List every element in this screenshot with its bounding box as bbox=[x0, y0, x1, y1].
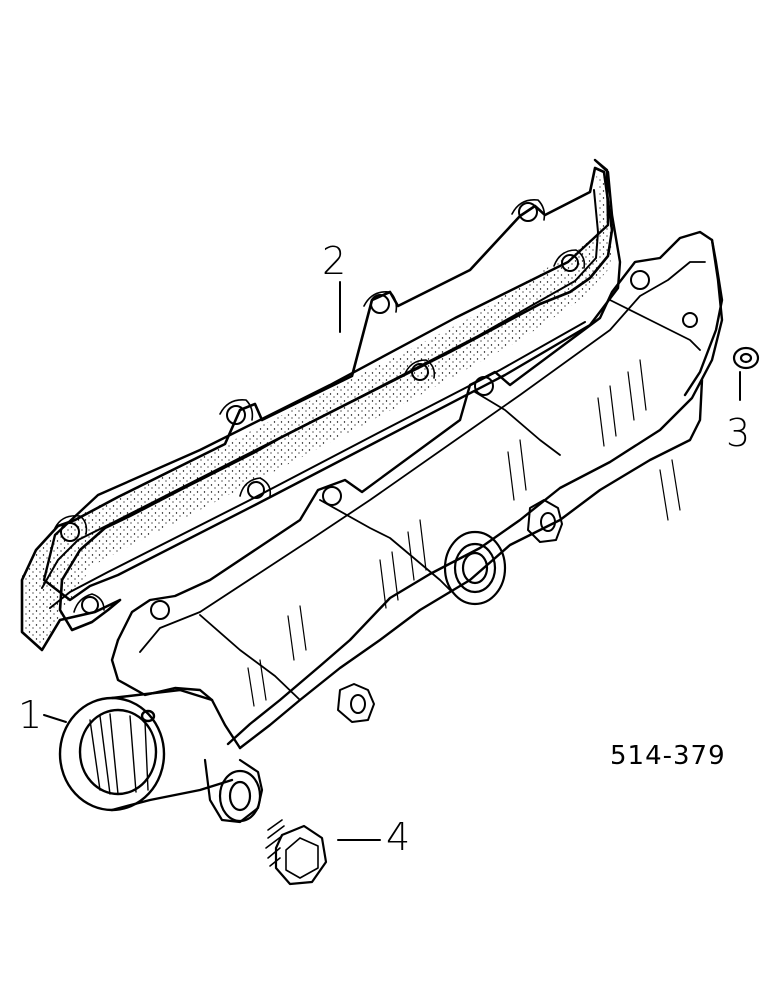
manifold-end-face bbox=[226, 238, 724, 746]
leader-lines bbox=[43, 281, 741, 841]
gasket bbox=[20, 158, 622, 652]
gasket-bolt-holes bbox=[60, 202, 579, 614]
washer-outer bbox=[732, 346, 760, 370]
boss-right-hole bbox=[540, 512, 556, 532]
manifold-bolt-hole bbox=[322, 486, 342, 506]
outlet-pipe-shade bbox=[89, 713, 149, 795]
manifold-bolt-hole bbox=[474, 376, 494, 396]
manifold-outlet bbox=[58, 688, 234, 812]
manifold-center-port bbox=[443, 530, 507, 606]
plug-thread bbox=[265, 819, 285, 867]
manifold-small-bosses bbox=[337, 499, 563, 723]
manifold-bolt-hole bbox=[150, 600, 170, 620]
side-port-face bbox=[218, 769, 262, 823]
gasket-bolt-hole bbox=[370, 294, 390, 314]
leader-line-1 bbox=[43, 714, 67, 723]
manifold-flange-inner bbox=[139, 261, 706, 653]
plug bbox=[265, 819, 328, 886]
outlet-side-hole bbox=[140, 709, 156, 723]
manifold-rib bbox=[474, 391, 561, 456]
outlet-pipe-body bbox=[110, 688, 234, 812]
center-port-bore bbox=[461, 551, 489, 585]
plug-hex-face bbox=[285, 837, 319, 879]
manifold-side-port bbox=[203, 758, 264, 824]
gasket-hole-rims bbox=[54, 198, 586, 613]
gasket-bolt-hole bbox=[561, 254, 579, 272]
center-port-inner bbox=[453, 542, 497, 594]
manifold-rib bbox=[199, 614, 301, 701]
side-port-body bbox=[203, 758, 264, 824]
plug-hex-head bbox=[274, 824, 328, 886]
side-port-bore bbox=[228, 780, 252, 812]
callout-1: 1 bbox=[18, 693, 42, 737]
center-port-rim bbox=[443, 530, 507, 606]
manifold-bolt-hole bbox=[682, 312, 698, 328]
boss-right bbox=[527, 499, 563, 543]
figure-id: 514-379 bbox=[610, 741, 726, 771]
boss-lower bbox=[337, 683, 375, 723]
manifold-shading bbox=[247, 359, 681, 707]
gasket-outer-edge bbox=[42, 158, 622, 602]
gasket-inner-edge bbox=[41, 189, 599, 609]
gasket-bolt-hole bbox=[247, 481, 265, 499]
callout-3: 3 bbox=[726, 411, 750, 455]
gasket-bolt-hole bbox=[226, 405, 246, 425]
manifold-rib bbox=[319, 499, 451, 591]
gasket-outline bbox=[20, 166, 614, 652]
washer bbox=[732, 346, 760, 370]
gasket-bolt-hole bbox=[411, 363, 429, 381]
gasket-bolt-hole bbox=[518, 202, 538, 222]
boss-lower-hole bbox=[350, 694, 366, 714]
manifold-bolt-bosses bbox=[150, 270, 698, 620]
manifold-left-flange bbox=[110, 638, 242, 750]
callout-2: 2 bbox=[322, 239, 346, 283]
manifold bbox=[58, 230, 724, 824]
manifold-bolt-hole bbox=[630, 270, 650, 290]
gasket-band-fill bbox=[20, 172, 612, 650]
gasket-bolt-hole bbox=[60, 522, 80, 542]
washer-inner bbox=[739, 352, 753, 364]
callout-4: 4 bbox=[386, 815, 410, 859]
manifold-lower-edge bbox=[238, 378, 704, 750]
gasket-bolt-hole bbox=[81, 596, 99, 614]
manifold-rib bbox=[609, 299, 701, 351]
